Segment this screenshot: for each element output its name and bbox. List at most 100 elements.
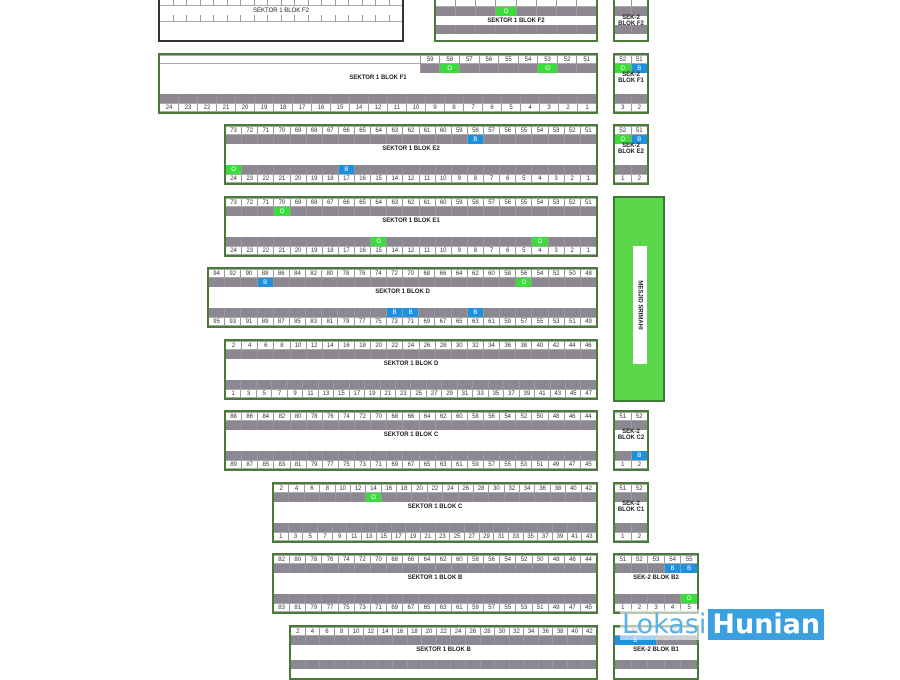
lot-cell xyxy=(320,493,336,502)
lot-cell xyxy=(273,278,290,287)
lot-number: 72 xyxy=(386,269,404,278)
lot-cell xyxy=(582,636,597,645)
empty-cell xyxy=(615,0,632,7)
lot-cell xyxy=(631,660,649,669)
lot-row xyxy=(436,0,596,7)
lot-cell xyxy=(467,451,484,460)
lot-number: 72 xyxy=(242,126,259,135)
lot-number: 78 xyxy=(306,412,323,421)
sold-marker: B xyxy=(257,278,274,287)
lot-cell xyxy=(338,451,355,460)
lot-cell xyxy=(306,135,323,144)
lot-cell xyxy=(484,350,501,359)
lot-cell xyxy=(500,207,517,216)
lot-cell xyxy=(419,451,436,460)
lot-number: 24 xyxy=(403,341,420,350)
lot-cell xyxy=(615,493,632,502)
lot-cell xyxy=(370,308,387,317)
lot-number: 64 xyxy=(371,198,388,207)
lot-number: 8 xyxy=(467,246,484,255)
lot-number: 71 xyxy=(258,198,275,207)
lot-cell xyxy=(338,237,355,246)
lot-cell xyxy=(293,94,312,103)
lot-number: 56 xyxy=(479,55,500,64)
lot-cell xyxy=(473,493,490,502)
block-s1f2a: SEKTOR 1 BLOK F2 xyxy=(158,0,404,42)
lot-cell xyxy=(580,165,596,174)
lot-cell xyxy=(548,350,565,359)
lot-number: 57 xyxy=(484,460,501,469)
lot-cell xyxy=(648,660,665,669)
lot-cell xyxy=(291,660,306,669)
block-label: SEKTOR 1 BLOK B xyxy=(291,645,596,654)
lot-number: 59 xyxy=(451,126,468,135)
lot-number: 8 xyxy=(320,484,336,493)
lot-cell xyxy=(306,451,323,460)
lot-number: 61 xyxy=(483,317,501,326)
lot-number: 51 xyxy=(615,412,632,421)
lot-cell xyxy=(256,380,273,389)
lot-number: 65 xyxy=(419,460,436,469)
grid-cell xyxy=(227,0,241,6)
lot-cell xyxy=(550,380,566,389)
lot-cell xyxy=(258,207,275,216)
lot-number: 14 xyxy=(322,341,339,350)
lot-number: 89 xyxy=(226,460,243,469)
lot-cell xyxy=(403,451,420,460)
lot-cell xyxy=(355,237,372,246)
lot-number: 25 xyxy=(411,389,427,398)
lot-cell xyxy=(322,594,339,603)
lot-cell xyxy=(387,421,404,430)
lot-number: 26 xyxy=(458,484,474,493)
lot-cell xyxy=(274,523,289,532)
grid-cell xyxy=(335,14,349,22)
lot-number: 59 xyxy=(420,55,441,64)
lot-number: 38 xyxy=(550,484,567,493)
lot-number: 62 xyxy=(435,555,452,564)
lot-cell xyxy=(334,380,350,389)
sold-marker: B xyxy=(664,564,682,573)
empty-cell xyxy=(556,0,577,7)
lot-number: 62 xyxy=(467,269,484,278)
lot-cell xyxy=(242,237,259,246)
sold-marker: B xyxy=(467,135,484,144)
lot-number: 68 xyxy=(306,198,323,207)
lot-number: 73 xyxy=(354,603,371,612)
lot-number: 1 xyxy=(578,103,596,112)
lot-number: 32 xyxy=(504,484,520,493)
lot-number: 60 xyxy=(435,126,452,135)
lot-cell xyxy=(306,350,323,359)
sold-marker: O xyxy=(681,594,697,603)
lot-number: 17 xyxy=(391,532,407,541)
lot-number: 74 xyxy=(338,412,355,421)
lot-number: 81 xyxy=(290,603,307,612)
lot-cell xyxy=(458,493,474,502)
lot-cell xyxy=(290,135,307,144)
lot-row xyxy=(291,660,597,669)
lot-cell xyxy=(322,165,339,174)
lot-number: 15 xyxy=(331,103,350,112)
lot-cell xyxy=(179,94,198,103)
lot-number: 60 xyxy=(483,269,501,278)
lot-number: 31 xyxy=(457,389,474,398)
lot-cell xyxy=(484,564,501,573)
lot-number: 1 xyxy=(580,174,596,183)
lot-number: 49 xyxy=(548,460,565,469)
lot-number: 24 xyxy=(443,484,459,493)
lot-number: 75 xyxy=(338,603,355,612)
lot-cell xyxy=(290,564,307,573)
lot-cell xyxy=(349,660,364,669)
lot-number: 59 xyxy=(467,603,485,612)
lot-number: 48 xyxy=(548,555,565,564)
lot-number: 62 xyxy=(435,412,452,421)
lot-cell xyxy=(451,594,468,603)
lot-number: 61 xyxy=(451,603,468,612)
lot-cell xyxy=(306,421,323,430)
lot-cell xyxy=(419,350,436,359)
lot-number: 38 xyxy=(553,627,568,636)
lot-number: 1 xyxy=(615,460,632,469)
lot-number: 50 xyxy=(532,555,549,564)
